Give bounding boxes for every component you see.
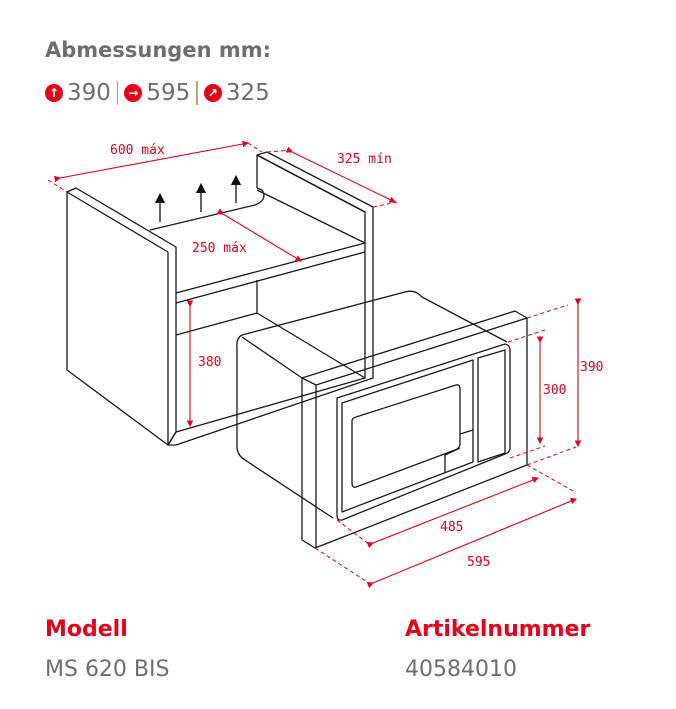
model-value: MS 620 BIS (45, 657, 170, 682)
dim-label-width-cabinet: 600 máx (110, 143, 165, 158)
dimension-height: ↑ 390 (45, 80, 111, 106)
dimension-depth: ↗ 325 (203, 80, 270, 106)
dim-label-width-outer: 595 (467, 555, 490, 570)
article-number-heading: Artikelnummer (405, 617, 591, 642)
divider (116, 81, 119, 105)
microwave-drawing (236, 290, 528, 549)
dimension-lines: 600 máx 325 mín 250 máx 380 390 300 485 … (47, 140, 603, 589)
dim-label-shelf-depth: 250 máx (192, 241, 247, 256)
dim-label-niche-height: 380 (198, 355, 221, 370)
dimension-value: 390 (67, 80, 111, 106)
dim-label-height-inner: 300 (543, 383, 566, 398)
dimension-width: → 595 (124, 80, 190, 106)
article-number-value: 40584010 (405, 657, 517, 682)
dim-label-depth-cabinet: 325 mín (337, 152, 392, 167)
divider (196, 81, 198, 105)
arrow-diagonal-icon: ↗ (203, 84, 222, 102)
cabinet-drawing (66, 151, 374, 446)
dim-label-height-outer: 390 (580, 360, 603, 375)
arrow-up-icon: ↑ (45, 84, 63, 102)
dimension-value: 595 (146, 80, 191, 106)
page-title: Abmessungen mm: (45, 38, 272, 62)
dimension-value: 325 (225, 80, 270, 106)
dimension-summary: ↑ 390 → 595 ↗ 325 (45, 80, 270, 106)
dim-label-width-inner: 485 (440, 520, 463, 535)
arrow-right-icon: → (124, 84, 143, 102)
model-heading: Modell (45, 617, 128, 642)
